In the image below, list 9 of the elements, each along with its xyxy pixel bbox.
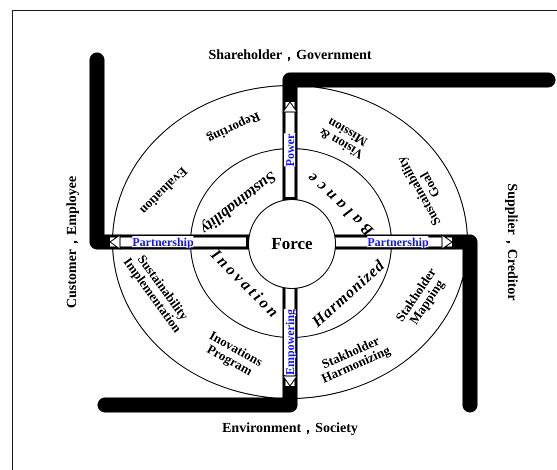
edge-label: Partnership (132, 236, 194, 248)
stakeholder-label: Environment，Society (222, 419, 358, 437)
center-label: Force (271, 234, 313, 253)
stakeholder-label: Supplier，Creditor (503, 183, 521, 301)
edge-label: Power (284, 134, 296, 166)
edge-label: Partnership (367, 236, 429, 248)
edge-label: Empowering (284, 309, 296, 375)
stakeholder-label: Shareholder，Government (208, 46, 372, 64)
stakeholder-label: Customer，Employee (63, 176, 81, 308)
